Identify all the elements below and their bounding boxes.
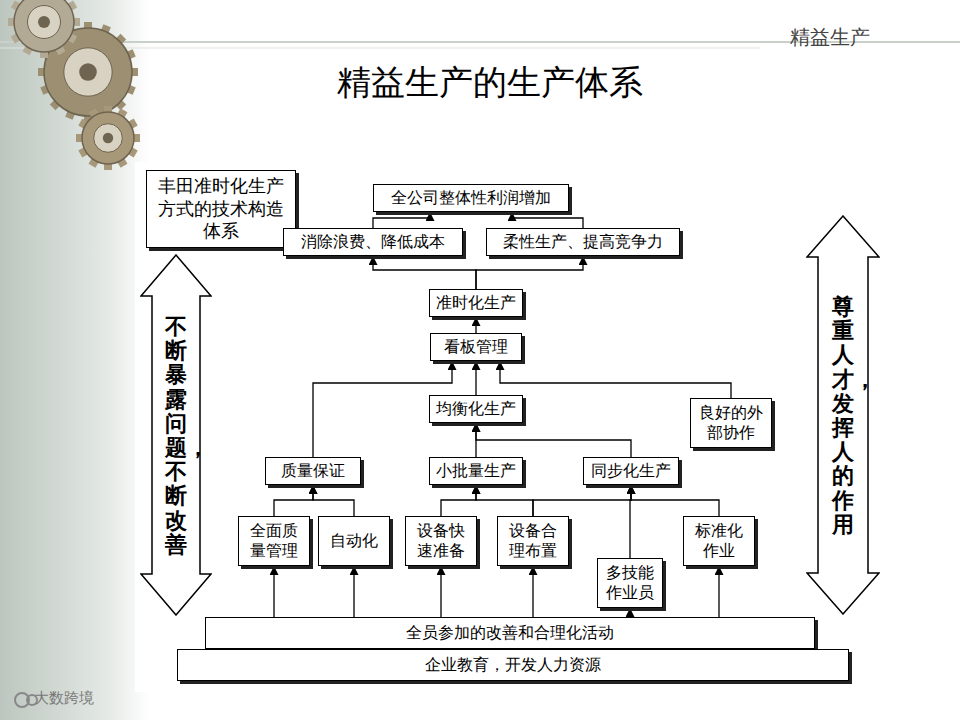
gear-illustration [8, 0, 140, 170]
box-label: 小批量生产 [436, 461, 516, 481]
box-label: 设备快速准备 [411, 521, 471, 561]
connector-arrow [476, 256, 583, 289]
side-strip [0, 0, 150, 720]
method-box: 设备快速准备 [405, 516, 477, 566]
process-box: 同步化生产 [583, 457, 679, 485]
process-box: 良好的外部协作 [690, 398, 772, 448]
double-arrow: 尊重人才，发挥人的作用 [806, 215, 880, 615]
process-box: 小批量生产 [429, 457, 523, 485]
process-box: 看板管理 [430, 333, 522, 361]
watermark: 大数跨境 [34, 689, 94, 708]
foundation-band: 全员参加的改善和合理化活动 [205, 617, 815, 649]
connector-arrow [629, 608, 630, 617]
box-label: 企业教育，开发人力资源 [425, 655, 601, 675]
method-box: 全面质量管理 [238, 516, 310, 566]
double-arrow: 不断暴露问题，不断改善 [140, 254, 212, 616]
connector-arrow [274, 485, 313, 516]
box-label: 全面质量管理 [244, 521, 304, 561]
box-label: 均衡化生产 [436, 399, 516, 419]
connector-arrow [441, 485, 476, 516]
box-label: 标准化作业 [689, 521, 749, 561]
method-box: 多技能作业员 [597, 558, 663, 608]
goal-box: 消除浪费、降低成本 [283, 228, 463, 256]
diagram-panel [135, 162, 955, 692]
connector-arrow [475, 317, 476, 333]
box-label: 丰田准时化生产方式的技术构造体系 [152, 175, 290, 243]
connector-arrow [440, 566, 441, 617]
process-box: 准时化生产 [429, 289, 523, 317]
connector-arrow [313, 485, 354, 516]
connector-arrow [718, 566, 719, 617]
method-box: 自动化 [318, 516, 390, 566]
box-label: 良好的外部协作 [696, 403, 766, 443]
box-label: 消除浪费、降低成本 [301, 232, 445, 252]
process-box: 均衡化生产 [429, 395, 523, 423]
system-heading-box: 丰田准时化生产方式的技术构造体系 [146, 170, 296, 248]
method-box: 标准化作业 [683, 516, 755, 566]
watermark-logo [15, 693, 37, 707]
box-label: 全员参加的改善和合理化活动 [406, 623, 614, 643]
goal-box: 柔性生产、提高竞争力 [486, 228, 680, 256]
connector-arrow [353, 566, 354, 617]
connector-arrow [476, 423, 631, 457]
gear [8, 0, 80, 58]
box-label: 全公司整体性利润增加 [391, 188, 551, 208]
gear [76, 106, 140, 170]
box-label: 看板管理 [444, 337, 508, 357]
connector-arrow [373, 256, 476, 289]
box-label: 柔性生产、提高竞争力 [503, 232, 663, 252]
box-label: 设备合理布置 [503, 521, 563, 561]
connector-arrow [273, 566, 274, 617]
goal-box: 全公司整体性利润增加 [373, 184, 569, 212]
box-label: 质量保证 [281, 461, 345, 481]
connector-arrow [512, 212, 583, 228]
connector-arrow [533, 485, 631, 516]
box-label: 自动化 [330, 531, 378, 551]
connector-arrow [475, 361, 476, 395]
box-label: 准时化生产 [436, 293, 516, 313]
box-label: 多技能作业员 [603, 563, 657, 603]
slide-title: 精益生产的生产体系 [0, 60, 960, 106]
vertical-label: 尊重人才，发挥人的作用 [832, 294, 854, 536]
connector-arrow [532, 566, 533, 617]
foundation-band: 企业教育，开发人力资源 [177, 649, 849, 681]
connector-arrow [373, 212, 430, 228]
header-label: 精益生产 [790, 24, 870, 51]
process-box: 质量保证 [265, 457, 361, 485]
connector-arrow [500, 361, 731, 398]
connector-arrow [476, 485, 533, 516]
box-label: 同步化生产 [591, 461, 671, 481]
method-box: 设备合理布置 [497, 516, 569, 566]
vertical-label: 不断暴露问题，不断改善 [165, 314, 187, 556]
connector-arrow [631, 485, 719, 516]
